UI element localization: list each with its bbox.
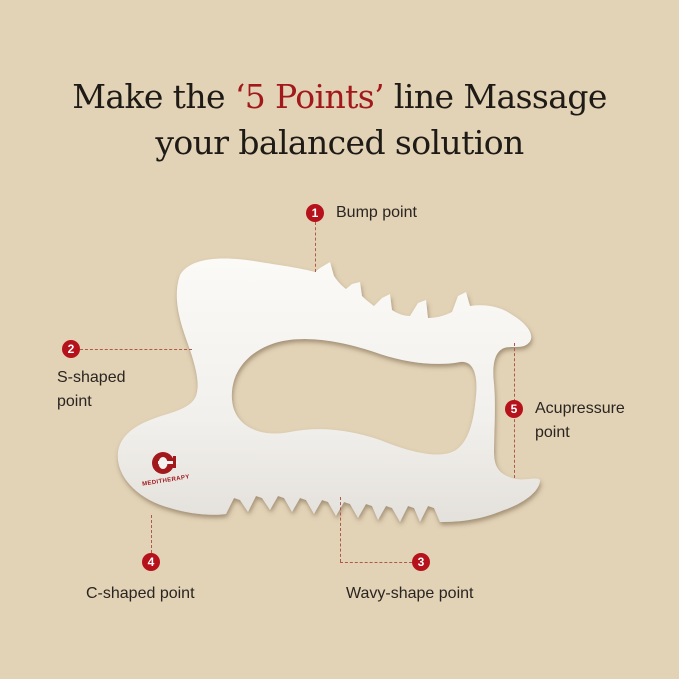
headline: Make the ‘5 Points’ line Massage your ba…	[0, 74, 679, 166]
point-label-5-line2: point	[535, 424, 570, 441]
point-label-2-line2: point	[57, 393, 92, 410]
point-label-5: Acupressure point	[535, 397, 625, 445]
point-badge-4: 4	[142, 553, 160, 571]
point-badge-1: 1	[306, 204, 324, 222]
leader-line-3b	[340, 562, 412, 563]
leader-line-1	[315, 222, 316, 272]
point-badge-2: 2	[62, 340, 80, 358]
headline-suffix: line Massage	[384, 77, 607, 117]
point-label-2: S-shaped point	[57, 366, 126, 414]
point-label-5-line1: Acupressure	[535, 400, 625, 417]
point-badge-5: 5	[505, 400, 523, 418]
point-label-4: C-shaped point	[86, 585, 195, 602]
headline-prefix: Make the	[72, 77, 235, 117]
headline-accent: ‘5 Points’	[234, 77, 385, 117]
point-label-2-line1: S-shaped	[57, 369, 126, 386]
headline-line2: your balanced solution	[155, 123, 524, 163]
leader-line-2	[80, 349, 192, 350]
leader-line-3a	[340, 497, 341, 562]
point-label-3: Wavy-shape point	[346, 585, 474, 602]
point-label-1: Bump point	[336, 204, 417, 221]
leader-line-4	[151, 515, 152, 553]
point-badge-3: 3	[412, 553, 430, 571]
meditherapy-logo-icon	[152, 452, 178, 474]
